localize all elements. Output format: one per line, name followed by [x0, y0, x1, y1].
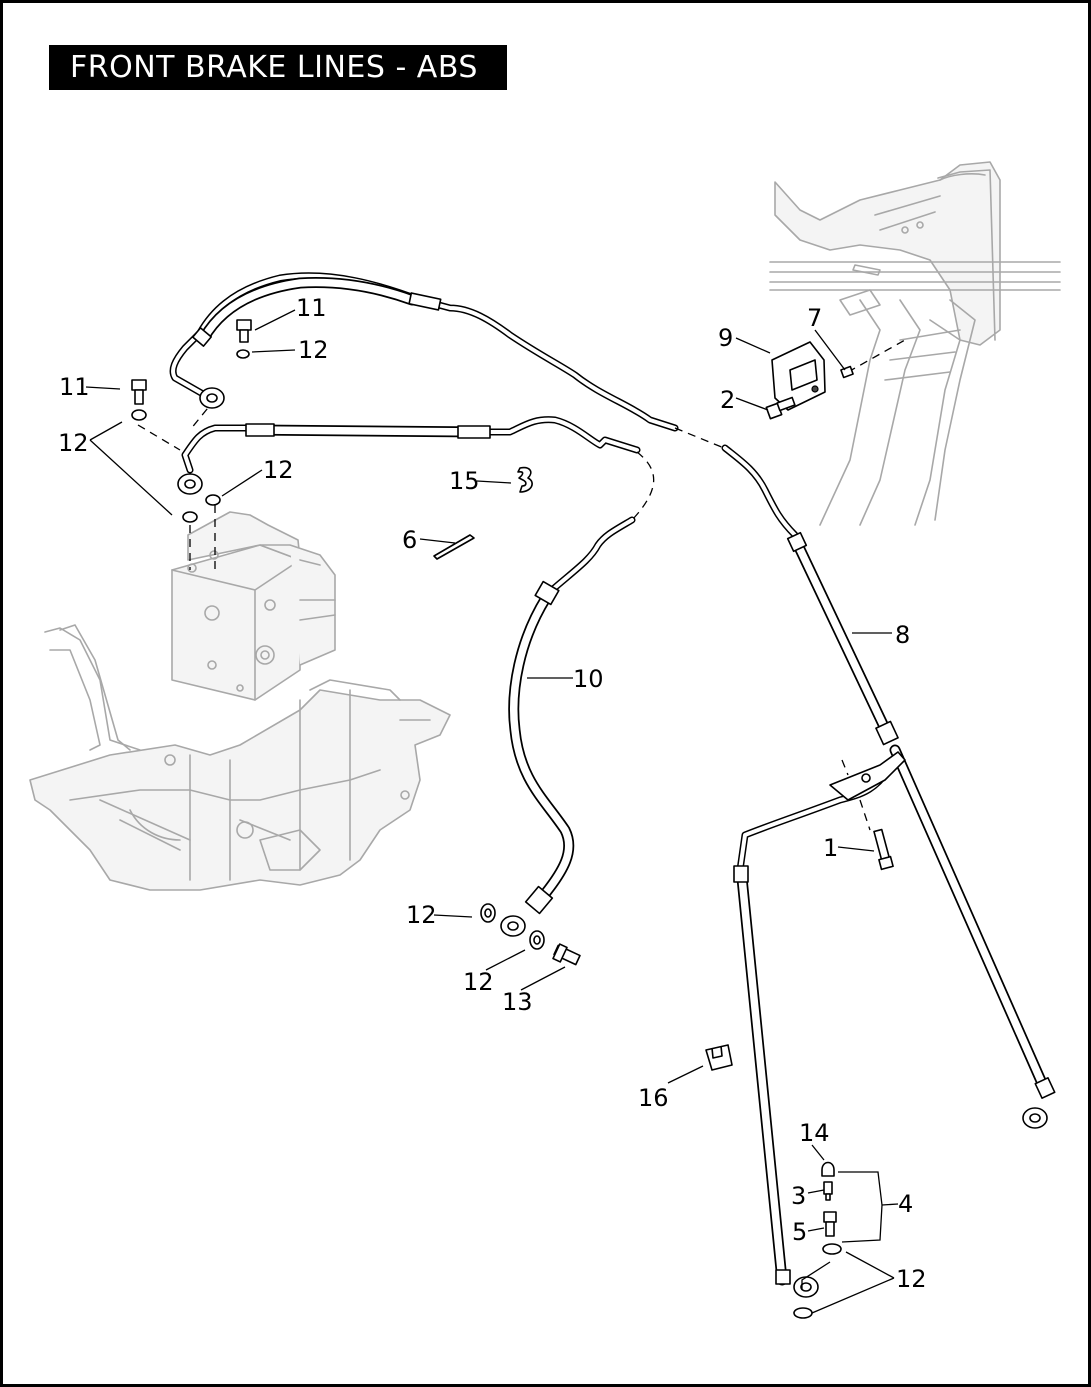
callout-11: 11: [296, 294, 327, 322]
callout-12: 12: [463, 968, 494, 996]
abs-port-dash-3: [189, 505, 216, 570]
banjo-bolt-upper: [199, 319, 252, 409]
battery-tray-ghost: [29, 624, 451, 891]
cable-tie-item-6: [433, 534, 475, 560]
bracket-item-9: [771, 341, 826, 411]
clamp-dash: [841, 759, 871, 831]
callout-4: 4: [898, 1190, 913, 1218]
bracket-dash: [847, 339, 906, 373]
bolt-item-2: [765, 396, 796, 420]
fastener-item-7: [840, 365, 854, 379]
upper-brake-line: [169, 272, 679, 432]
washers-and-bolt-lower: [480, 903, 581, 966]
hose-item-8: [721, 444, 1056, 1129]
line-continuation-dash-1: [674, 427, 725, 449]
left-caliper-hose: [733, 756, 897, 1298]
callout-1: 1: [823, 834, 838, 862]
callout-8: 8: [895, 621, 910, 649]
callout-12: 12: [58, 429, 89, 457]
callout-9: 9: [718, 324, 733, 352]
bleeder-assembly: [793, 1161, 842, 1319]
line-continuation-dash-2: [631, 451, 655, 521]
callout-13: 13: [502, 988, 533, 1016]
callout-7: 7: [807, 304, 822, 332]
callout-12: 12: [263, 456, 294, 484]
abs-port-dash-2: [137, 424, 181, 451]
callout-11: 11: [59, 373, 90, 401]
callout-12: 12: [406, 901, 437, 929]
leader-lines: [85, 309, 899, 1314]
frame-steering-head-ghost: [769, 161, 1061, 526]
callout-14: 14: [799, 1119, 830, 1147]
callout-12: 12: [896, 1265, 927, 1293]
bolt-item-1: [873, 828, 894, 871]
abs-module-ghost: [171, 511, 336, 701]
callout-15: 15: [449, 467, 480, 495]
callout-12: 12: [298, 336, 329, 364]
clip-item-16: [705, 1044, 733, 1071]
callout-2: 2: [720, 386, 735, 414]
middle-brake-line: [181, 416, 641, 474]
callout-16: 16: [638, 1084, 669, 1112]
callout-labels: 11 12 11 12 12 15 6 9 7 2 8 10 1 12 12 1…: [58, 294, 927, 1293]
callout-3: 3: [791, 1182, 806, 1210]
clip-item-15: [517, 466, 533, 493]
callout-10: 10: [573, 665, 604, 693]
callout-6: 6: [402, 526, 417, 554]
banjo-bolt-left: [131, 379, 221, 523]
callout-5: 5: [792, 1218, 807, 1246]
junction-clamp: [829, 751, 906, 801]
hose-item-10: [500, 516, 636, 937]
page-title: FRONT BRAKE LINES - ABS: [49, 45, 507, 90]
